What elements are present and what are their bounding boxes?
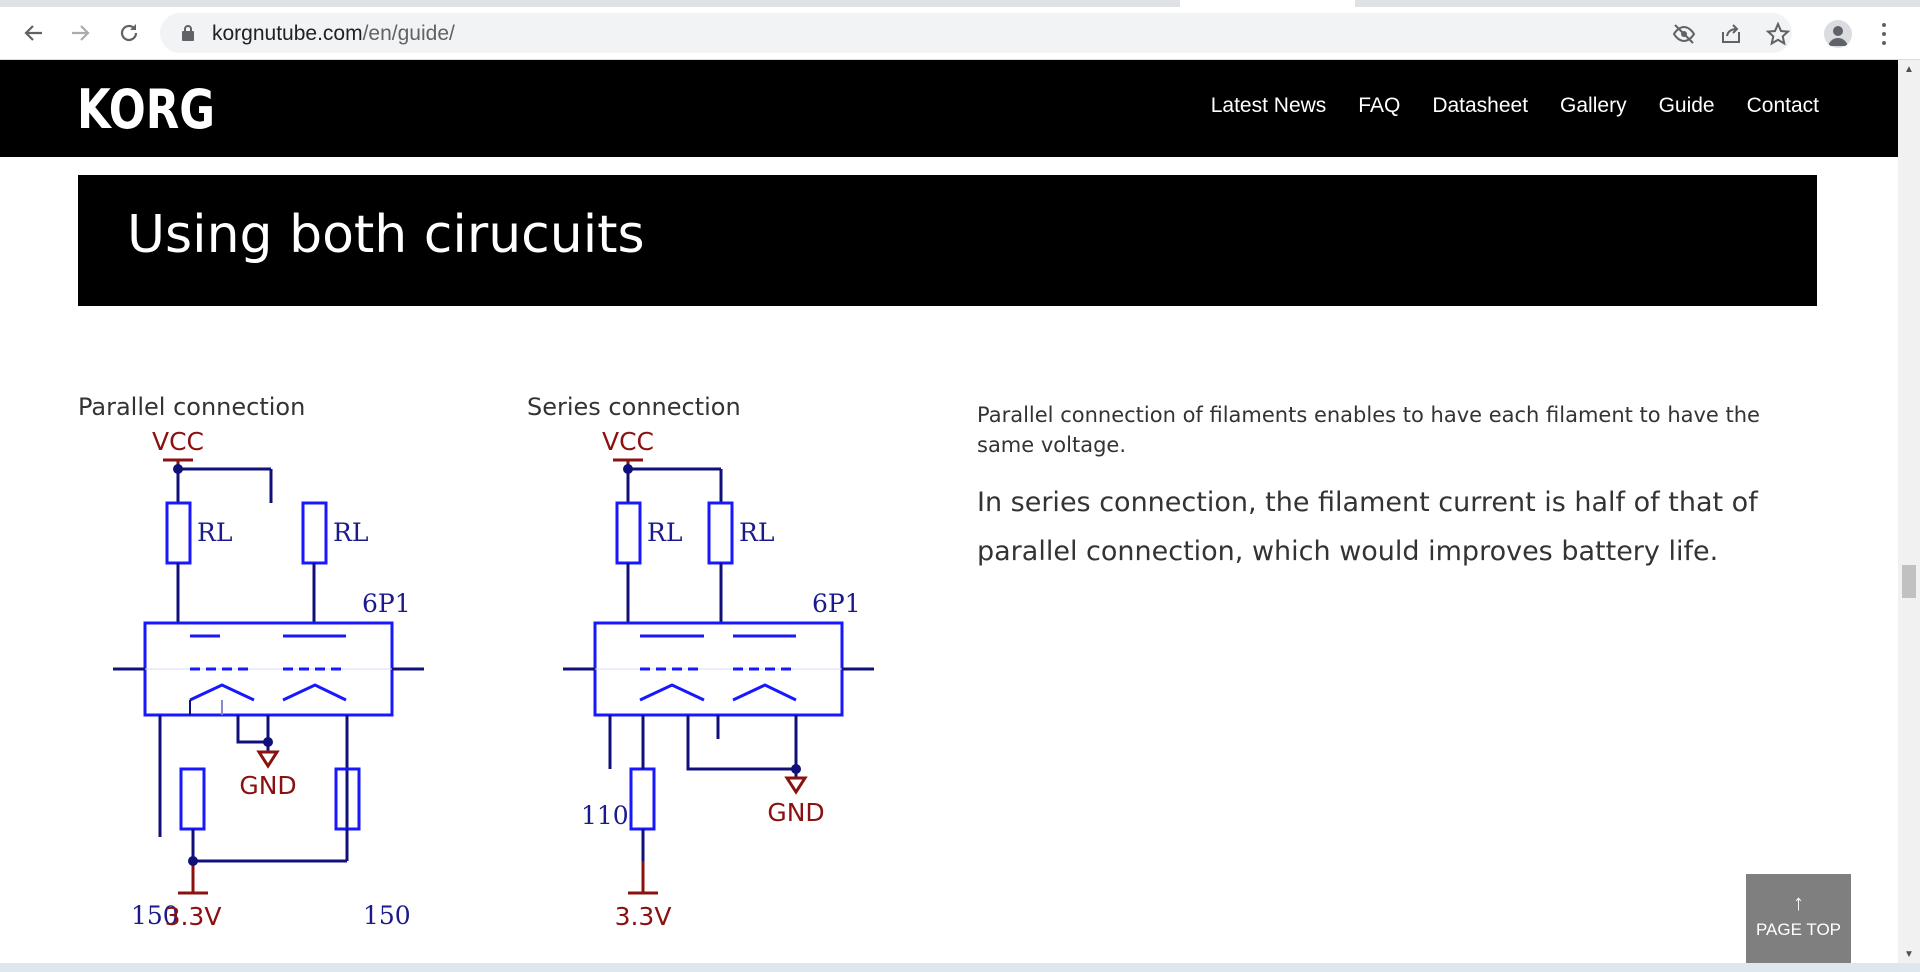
series-vcc-label: VCC <box>602 428 654 456</box>
nav-latest-news[interactable]: Latest News <box>1210 94 1327 117</box>
page-top-label: PAGE TOP <box>1755 920 1842 939</box>
parallel-rl-right-label: RL <box>333 518 368 547</box>
forward-arrow-icon[interactable] <box>68 20 94 46</box>
parallel-tube-label: 6P1 <box>362 589 411 618</box>
vertical-scrollbar[interactable]: ▲ ▼ <box>1898 60 1920 963</box>
nav-faq[interactable]: FAQ <box>1358 94 1401 117</box>
tab-strip <box>0 0 1920 7</box>
series-gnd-label: GND <box>767 798 824 827</box>
more-vert-icon[interactable] <box>1874 20 1894 48</box>
active-tab[interactable] <box>1180 0 1355 7</box>
share-icon[interactable] <box>1718 21 1744 47</box>
parallel-gnd-label: GND <box>239 771 296 800</box>
nav-gallery[interactable]: Gallery <box>1560 94 1627 117</box>
browser-toolbar: korgnutube.com/en/guide/ <box>0 7 1920 60</box>
lock-icon[interactable] <box>182 25 194 41</box>
page-viewport: KORG Latest News FAQ Datasheet Gallery G… <box>0 60 1898 963</box>
nav-guide[interactable]: Guide <box>1658 94 1715 117</box>
series-rl-left-label: RL <box>647 518 682 547</box>
series-description: In series connection, the filament curre… <box>977 487 1758 567</box>
parallel-description: Parallel connection of filaments enables… <box>977 403 1760 457</box>
site-header: KORG Latest News FAQ Datasheet Gallery G… <box>0 60 1898 157</box>
back-arrow-icon[interactable] <box>20 20 46 46</box>
parallel-schematic: VCC RL RL 6P1 GND 150 150 3.3V <box>113 428 424 931</box>
nav-datasheet[interactable]: Datasheet <box>1432 94 1529 117</box>
main-nav: Latest News FAQ Datasheet Gallery Guide … <box>1211 94 1819 118</box>
parallel-vcc-label: VCC <box>152 428 204 456</box>
korg-logo[interactable]: KORG <box>77 78 217 141</box>
series-tube-label: 6P1 <box>812 589 861 618</box>
page-top-button[interactable]: ↑ PAGE TOP <box>1746 874 1851 963</box>
bottom-bar <box>0 963 1920 972</box>
star-icon[interactable] <box>1765 21 1791 47</box>
svg-text:KORG: KORG <box>77 83 215 135</box>
scroll-up-arrow-icon[interactable]: ▲ <box>1904 63 1914 75</box>
section-banner: Using both cirucuits <box>78 175 1817 306</box>
section-title: Using both cirucuits <box>127 205 645 265</box>
url-text[interactable]: korgnutube.com/en/guide/ <box>212 22 455 45</box>
address-bar[interactable]: korgnutube.com/en/guide/ <box>160 13 1792 53</box>
scroll-down-arrow-icon[interactable]: ▼ <box>1904 948 1914 960</box>
series-schematic: VCC RL RL 6P1 GND 110 3.3V <box>563 428 874 931</box>
parallel-caption: Parallel connection <box>78 393 306 421</box>
series-caption: Series connection <box>527 393 741 421</box>
profile-icon[interactable] <box>1824 20 1852 48</box>
up-arrow-icon: ↑ <box>1793 890 1804 915</box>
reload-icon[interactable] <box>116 20 142 46</box>
nav-contact[interactable]: Contact <box>1746 94 1819 117</box>
series-r-left-label: 110 <box>581 801 629 830</box>
scrollbar-thumb[interactable] <box>1902 565 1916 598</box>
eye-off-icon[interactable] <box>1671 21 1697 47</box>
parallel-rl-left-label: RL <box>197 518 232 547</box>
series-supply-label: 3.3V <box>615 902 672 931</box>
parallel-r-left-label: 150 <box>131 901 179 930</box>
parallel-supply-label: 3.3V <box>165 902 222 931</box>
series-rl-right-label: RL <box>739 518 774 547</box>
parallel-r-right-label: 150 <box>363 901 411 930</box>
